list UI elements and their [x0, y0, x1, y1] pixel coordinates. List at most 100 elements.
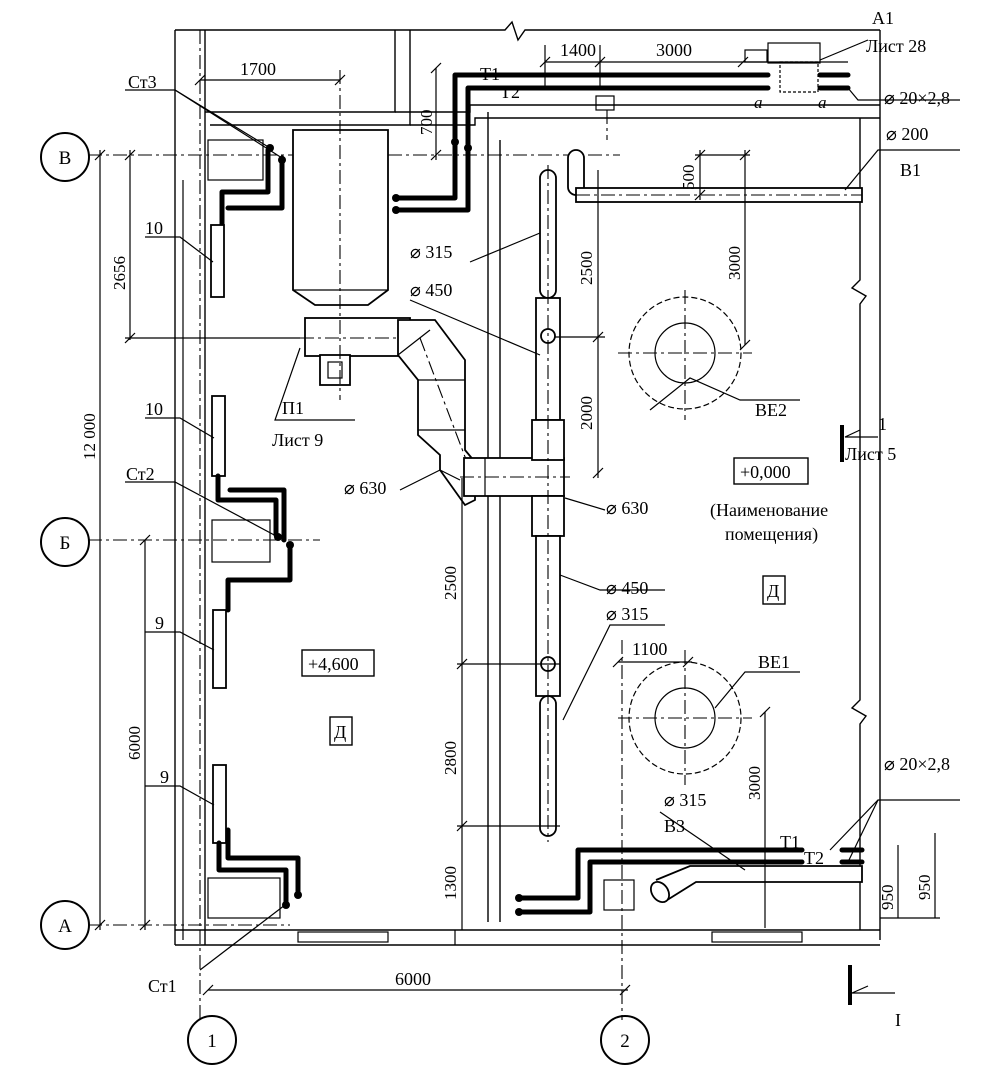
vertical-duct — [531, 165, 565, 842]
d315-top-label: ⌀ 315 — [410, 242, 452, 262]
corridor-top-wall-2 — [410, 117, 880, 126]
dim-1400-label: 1400 — [560, 40, 596, 60]
dim-tick — [202, 984, 214, 996]
top-wall-line — [175, 20, 880, 42]
dim-12000-label: 12 000 — [80, 413, 99, 460]
pipe-bottom-label: ⌀ 20×2,8 — [884, 754, 950, 774]
dim-6000-h-label: 6000 — [395, 969, 431, 989]
leader-d315-bottom — [659, 811, 746, 871]
leader-p1 — [274, 347, 355, 421]
dim-950-a-label: 950 — [878, 885, 897, 911]
leader-st2 — [125, 481, 279, 538]
building-walls — [174, 20, 881, 946]
axis-bubble-v — [40, 132, 90, 182]
radiator-box-st1 — [207, 877, 281, 919]
leader-st3-2 — [174, 89, 283, 159]
dim-6000-v-label: 6000 — [125, 726, 144, 760]
dim-tick — [94, 919, 106, 931]
dim-3000-top-label: 3000 — [656, 40, 692, 60]
dim-1700-label: 1700 — [240, 59, 276, 79]
bottom-window-right — [711, 931, 803, 943]
riser-st3-node-2 — [278, 156, 286, 164]
dim-950-b-label: 950 — [915, 875, 934, 901]
dim-tick — [612, 656, 624, 668]
leader-ve2 — [649, 377, 800, 411]
v1-label: В1 — [900, 160, 921, 180]
section-mark-bottom-arrow — [851, 985, 895, 994]
a1-unit-body — [779, 61, 819, 93]
axis-label-v: В — [59, 148, 72, 169]
leader-9-bottom — [145, 785, 215, 806]
t1-top-label: Т1 — [480, 64, 500, 84]
level-right-label: +0,000 — [740, 462, 791, 482]
radiator-box-st2 — [211, 519, 271, 563]
p1-motor-inner — [327, 361, 343, 379]
heating-radiators — [207, 139, 302, 919]
dim-1300-label: 1300 — [441, 866, 460, 900]
riser-st3-pipe-2 — [225, 155, 285, 211]
leader-pipe-bottom-2 — [847, 799, 879, 863]
st3-label: Ст3 — [128, 72, 157, 92]
duct-v1-group — [567, 149, 863, 203]
a1-unit-top — [767, 42, 821, 64]
dim-tick — [759, 706, 771, 718]
d315-mid-label: ⌀ 315 — [606, 604, 648, 624]
leader-st1 — [199, 904, 286, 971]
room-name-line-1: (Наименование — [710, 500, 828, 521]
dim-tick — [594, 56, 606, 68]
axis-bubble-b — [40, 517, 90, 567]
d630-left-label: ⌀ 630 — [344, 478, 386, 498]
leader-d450-top — [409, 299, 541, 356]
dim-tick — [334, 74, 346, 86]
d450-bottom-label: ⌀ 450 — [606, 578, 648, 598]
pipe-t2-bottom — [515, 859, 805, 915]
d315-bottom-label: ⌀ 315 — [664, 790, 706, 810]
dim-700-label: 700 — [417, 110, 436, 136]
st1-label: Ст1 — [148, 976, 177, 996]
dim-2656-label: 2656 — [110, 256, 129, 290]
level-left-label: +4,600 — [308, 654, 359, 674]
axis-label-b: Б — [60, 533, 71, 554]
radiator-9-mid-label: 9 — [155, 613, 164, 633]
category-box-right — [762, 575, 786, 605]
category-left-label: Д — [334, 722, 346, 742]
leader-9-mid — [145, 631, 215, 651]
dim-2800-label: 2800 — [441, 741, 460, 775]
duct-v3-end — [650, 880, 670, 904]
pipes-bottom — [515, 847, 865, 916]
leader-d315-mid — [562, 624, 665, 721]
section-mark-top-arrow — [844, 429, 878, 438]
t2-bottom-label: Т2 — [804, 848, 824, 868]
dim-3000-right-label: 3000 — [725, 246, 744, 280]
dim-tick — [619, 984, 631, 996]
radiator-9-bottom-label: 9 — [160, 767, 169, 787]
pipe-node-top-2 — [464, 144, 472, 152]
pipe-node-bottom-2 — [515, 908, 523, 916]
axis-bubble-2 — [600, 1015, 650, 1065]
dim-tick — [592, 467, 604, 479]
leader-pipe-bottom — [829, 799, 960, 851]
dim-tick — [124, 149, 136, 161]
axis-grid: В Б А 1 2 — [40, 30, 650, 1065]
text-labels: 1700 1400 3000 700 2656 12 000 6000 500 … — [80, 8, 950, 1030]
duct-v3 — [655, 865, 863, 903]
a-mark-2: a — [818, 93, 827, 112]
supply-unit-p1 — [292, 70, 420, 400]
st2-label: Ст2 — [126, 464, 155, 484]
axis-label-1: 1 — [207, 1031, 217, 1052]
leader-10-top — [145, 236, 214, 263]
category-right-label: Д — [767, 581, 779, 601]
leader-lines — [125, 39, 960, 971]
leader-ve1 — [714, 671, 800, 709]
dim-tick — [592, 331, 604, 343]
riser-st2-node-2 — [286, 541, 294, 549]
radiator-10-top-label: 10 — [145, 218, 163, 238]
riser-st1-pipe-1 — [216, 840, 289, 908]
leader-a1 — [819, 39, 869, 61]
ve1-label: ВЕ1 — [758, 652, 790, 672]
exhaust-fans — [618, 290, 752, 785]
bottom-window-left — [297, 931, 389, 943]
dim-tick — [139, 919, 151, 931]
radiator-9-bottom — [212, 764, 227, 844]
a1-unit-side — [744, 49, 768, 63]
